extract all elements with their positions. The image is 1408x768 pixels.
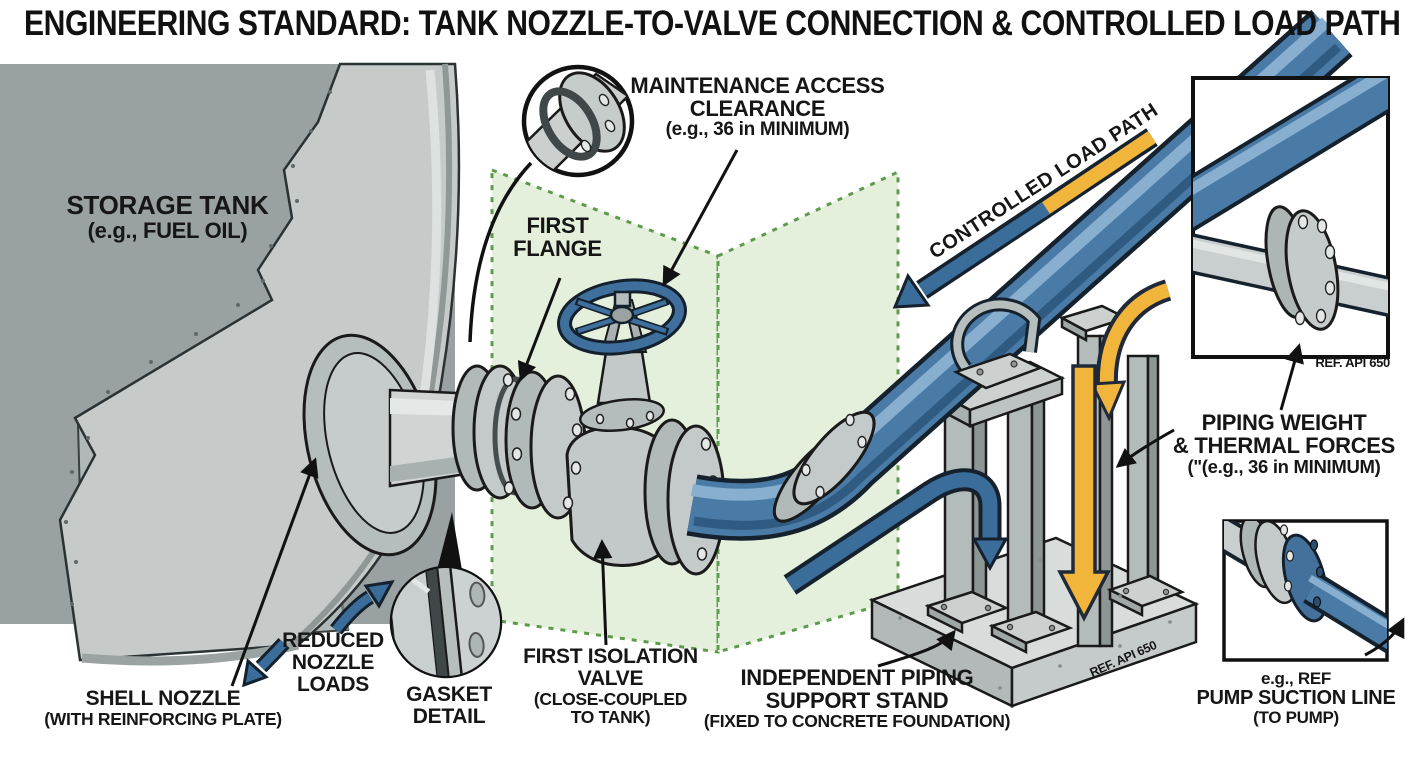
independent-support-label: INDEPENDENT PIPING SUPPORT STAND (FIXED … <box>698 666 1016 731</box>
first-isolation-valve-label: FIRST ISOLATION VALVE (CLOSE-COUPLED TO … <box>518 645 703 728</box>
support-line1: INDEPENDENT PIPING <box>740 665 974 690</box>
anchor-bolts <box>940 587 1170 632</box>
isolation-line1: FIRST ISOLATION <box>523 645 698 668</box>
maintenance-access-label: MAINTENANCE ACCESS CLEARANCE (e.g., 36 i… <box>610 74 905 140</box>
valve-handwheel <box>557 278 687 356</box>
shell-nozzle-label: SHELL NOZZLE (WITH REINFORCING PLATE) <box>28 687 298 730</box>
support-line3: (FIXED TO CONCRETE FOUNDATION) <box>703 711 1011 732</box>
inset-ref-label: REF. API 650 <box>1315 355 1390 370</box>
gasket-detail-circle-top <box>468 64 635 343</box>
first-flange-label: FIRST FLANGE <box>490 214 625 260</box>
piping-weight-line3: ("(e.g., 36 in MINIMUM) <box>1187 456 1381 478</box>
pump-suction-line1: e.g., REF <box>1260 669 1332 688</box>
reduced-line2: NOZZLE <box>291 651 375 675</box>
inset-api650-flange <box>1191 76 1390 359</box>
load-transfer-arrows <box>242 468 1009 688</box>
gasket-detail-circle-bottom <box>386 512 506 682</box>
pump-suction-line2: PUMP SUCTION LINE <box>1196 686 1396 709</box>
piping-weight-label: PIPING WEIGHT & THERMAL FORCES ("(e.g., … <box>1160 411 1408 477</box>
storage-tank-label: STORAGE TANK (e.g., FUEL OIL) <box>60 190 275 244</box>
process-pipe <box>686 9 1353 541</box>
first-flange-line1: FIRST <box>526 213 589 238</box>
storage-tank-line1: STORAGE TANK <box>66 190 269 220</box>
pump-suction-line3: (TO PUMP) <box>1253 707 1339 727</box>
pipe-clamp <box>950 297 1044 390</box>
shell-nozzle-line1: SHELL NOZZLE <box>85 687 241 710</box>
reduced-line3: LOADS <box>296 673 369 697</box>
cutaway-speckles <box>64 90 332 606</box>
reduced-line1: REDUCED <box>282 629 384 652</box>
gasket-line1: GASKET <box>406 683 492 706</box>
page-title: ENGINEERING STANDARD: TANK NOZZLE-TO-VAL… <box>24 4 1401 43</box>
gasket-line2: DETAIL <box>412 705 486 729</box>
support-line2: SUPPORT STAND <box>765 688 949 714</box>
thermal-force-arrows <box>1057 279 1172 622</box>
pump-suction-label: e.g., REF PUMP SUCTION LINE (TO PUMP) <box>1196 670 1396 727</box>
callout-arrows <box>230 149 1405 687</box>
shell-nozzle-line2: (WITH REINFORCING PLATE) <box>44 709 282 730</box>
maintenance-line3: (e.g., 36 in MINIMUM) <box>665 119 850 141</box>
isolation-line3: (CLOSE-COUPLED <box>533 689 688 710</box>
isolation-line4: TO TANK) <box>570 707 651 728</box>
controlled-load-path-arrow <box>892 128 1158 309</box>
first-flange-and-valve <box>451 278 726 576</box>
reduced-nozzle-loads-label: REDUCED NOZZLE LOADS <box>272 629 394 697</box>
piping-weight-line2: & THERMAL FORCES <box>1172 433 1396 459</box>
gasket-detail-label: GASKET DETAIL <box>390 683 508 729</box>
isolation-line2: VALVE <box>577 667 644 691</box>
maintenance-line2: CLEARANCE <box>689 96 826 122</box>
piping-weight-line1: PIPING WEIGHT <box>1201 410 1367 435</box>
base-plates <box>924 574 1186 655</box>
first-flange-line2: FLANGE <box>513 236 602 262</box>
inset-pump-suction <box>1222 519 1389 662</box>
storage-tank-line2: (e.g., FUEL OIL) <box>87 218 248 244</box>
maintenance-line1: MAINTENANCE ACCESS <box>630 73 885 98</box>
